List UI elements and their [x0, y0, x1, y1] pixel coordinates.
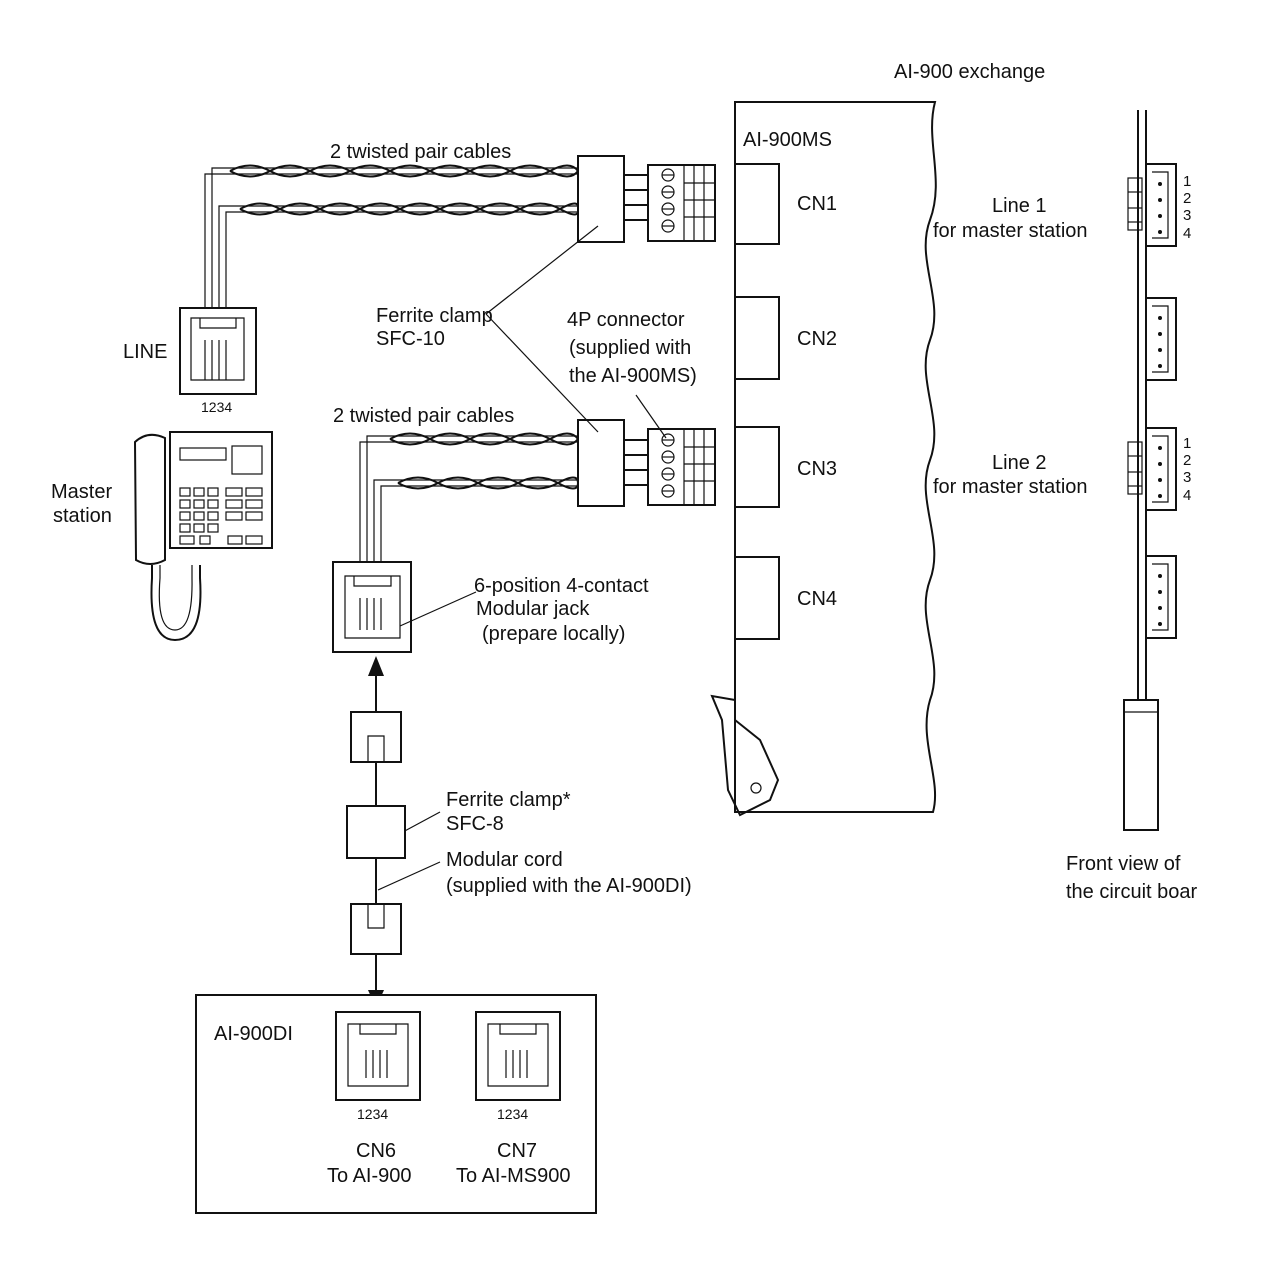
exchange-label: AI-900 exchange: [894, 61, 1045, 83]
cn4-label: CN4: [797, 588, 837, 610]
cn6-jack: [335, 1011, 421, 1101]
line2-sublabel: for master station: [933, 476, 1088, 498]
cn7-pins: 1234: [497, 1106, 528, 1122]
ferrite-sfc8-model: SFC-8: [446, 813, 504, 835]
modular-plug-bottom: [350, 903, 402, 955]
cn6-pins: 1234: [357, 1106, 388, 1122]
modular-cord-sublabel: (supplied with the AI-900DI): [446, 875, 692, 897]
ferrite-sfc10-label: Ferrite clamp: [376, 305, 493, 327]
line-jack-pins: 1234: [201, 399, 232, 415]
ferrite-clamp-sfc10-top: [577, 155, 625, 243]
master-station-phone: [133, 431, 273, 642]
cn4-socket: [734, 556, 780, 640]
line1-pin-4: 4: [1183, 225, 1191, 242]
modular-jack-6p4c: [332, 561, 412, 653]
line2-pin-3: 3: [1183, 469, 1191, 486]
top-cable-assembly: [204, 155, 716, 310]
4p-connector-mid: [647, 428, 716, 506]
line2-pin-4: 4: [1183, 487, 1191, 504]
ferrite-sfc10-model: SFC-10: [376, 328, 445, 350]
cn3-label: CN3: [797, 458, 837, 480]
front-view-label: Front view of: [1066, 853, 1181, 875]
master-line-jack: [179, 307, 257, 395]
ai900ms-board: [710, 101, 937, 817]
cn7-sublabel: To AI-MS900: [456, 1165, 571, 1187]
cn1-label: CN1: [797, 193, 837, 215]
cn2-socket: [734, 296, 780, 380]
arrow-up-icon: [368, 656, 384, 676]
cn1-socket: [734, 163, 780, 245]
line1-pin-1: 1: [1183, 173, 1191, 190]
twisted-pair-label-mid: 2 twisted pair cables: [333, 405, 514, 427]
cn2-label: CN2: [797, 328, 837, 350]
ferrite-clamp-sfc8: [346, 805, 406, 859]
4p-connector-top: [647, 164, 716, 242]
line1-pin-3: 3: [1183, 207, 1191, 224]
modular-jack-sublabel-2: (prepare locally): [482, 623, 625, 645]
middle-cable-assembly: [359, 419, 716, 572]
cn3-socket: [734, 426, 780, 508]
ferrite-clamp-sfc10-mid: [577, 419, 625, 507]
cn7-label: CN7: [497, 1140, 537, 1162]
ai900di-label: AI-900DI: [214, 1023, 293, 1045]
line-jack-label: LINE: [123, 341, 167, 363]
leader-lines: [377, 225, 667, 891]
master-station-sublabel: station: [53, 505, 112, 527]
modular-jack-label: 6-position 4-contact: [474, 575, 649, 597]
modular-cord-label: Modular cord: [446, 849, 563, 871]
front-view-sublabel: the circuit boar: [1066, 881, 1198, 903]
ferrite-sfc8-label: Ferrite clamp*: [446, 789, 571, 811]
ai900di-unit: [195, 994, 597, 1214]
board-label: AI-900MS: [743, 129, 832, 151]
connector-label: 4P connector: [567, 309, 685, 331]
master-station-label: Master: [51, 481, 112, 503]
connector-sublabel-2: the AI-900MS): [569, 365, 697, 387]
modular-plug-top: [350, 711, 402, 763]
board-ejector-lever: [710, 694, 780, 817]
line2-pin-1: 1: [1183, 435, 1191, 452]
twisted-pair-label-top: 2 twisted pair cables: [330, 141, 511, 163]
connector-sublabel-1: (supplied with: [569, 337, 691, 359]
line2-pin-2: 2: [1183, 452, 1191, 469]
line1-label: Line 1: [992, 195, 1047, 217]
line2-label: Line 2: [992, 452, 1047, 474]
cn6-label: CN6: [356, 1140, 396, 1162]
line1-pin-2: 2: [1183, 190, 1191, 207]
cn7-jack: [475, 1011, 561, 1101]
modular-jack-sublabel-1: Modular jack: [476, 598, 590, 620]
modular-cord-assembly: [346, 656, 406, 1008]
line1-sublabel: for master station: [933, 220, 1088, 242]
cn6-sublabel: To AI-900: [327, 1165, 412, 1187]
circuit-board-front-view: [1123, 110, 1177, 831]
front-board-handle: [1123, 699, 1159, 831]
